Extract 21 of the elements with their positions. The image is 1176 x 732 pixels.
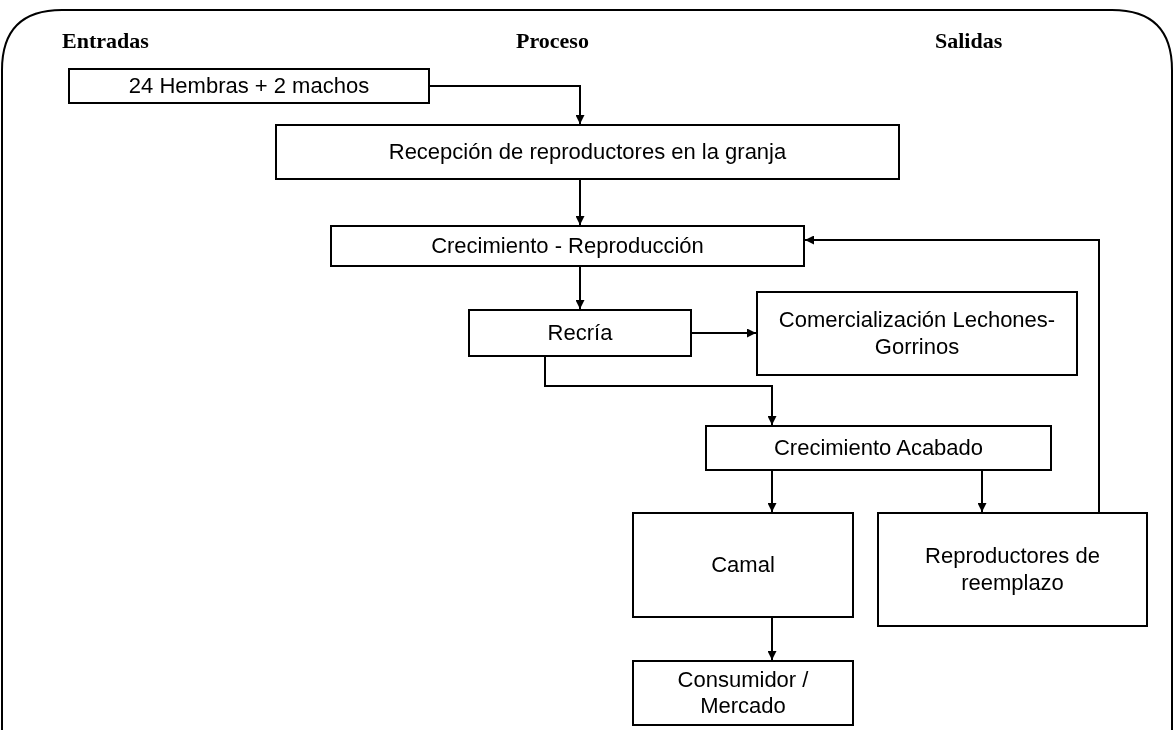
arrow bbox=[575, 266, 585, 310]
arrow bbox=[767, 470, 777, 513]
process-box: Crecimiento - Reproducción bbox=[330, 225, 805, 267]
process-box: Camal bbox=[632, 512, 854, 618]
column-heading: Proceso bbox=[516, 28, 589, 54]
arrow bbox=[544, 356, 777, 426]
arrow bbox=[767, 617, 777, 661]
column-heading: Salidas bbox=[935, 28, 1003, 54]
arrow bbox=[691, 328, 757, 338]
arrow bbox=[429, 85, 585, 125]
process-box: Crecimiento Acabado bbox=[705, 425, 1052, 471]
process-box: Recría bbox=[468, 309, 692, 357]
process-box: Comercialización Lechones-Gorrinos bbox=[756, 291, 1078, 376]
process-box: Recepción de reproductores en la granja bbox=[275, 124, 900, 180]
arrow bbox=[977, 470, 987, 513]
arrow bbox=[804, 235, 1100, 513]
arrow bbox=[575, 179, 585, 226]
column-heading: Entradas bbox=[62, 28, 149, 54]
process-box: Reproductores de reemplazo bbox=[877, 512, 1148, 627]
process-box: Consumidor / Mercado bbox=[632, 660, 854, 726]
process-box: 24 Hembras + 2 machos bbox=[68, 68, 430, 104]
